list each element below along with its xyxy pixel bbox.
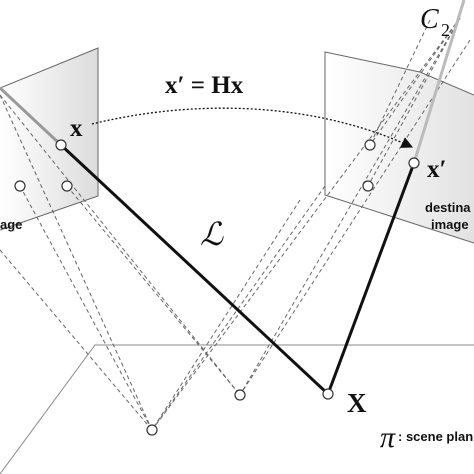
dest-point-label: x′	[427, 156, 447, 183]
source-grid-point	[14, 180, 26, 192]
homography-arrow	[91, 107, 414, 148]
dest-image-caption-2: image	[431, 217, 469, 232]
scene-point	[146, 424, 158, 436]
scene-plane	[0, 344, 474, 474]
dest-grid-point	[362, 180, 374, 192]
camera2-subscript: 2	[441, 20, 450, 40]
world-point-label: X	[347, 388, 367, 418]
points	[14, 139, 420, 436]
source-image-plane	[0, 47, 99, 231]
source-grid-point	[61, 180, 73, 192]
point-x-dest	[408, 157, 420, 169]
line-label: ℒ	[200, 216, 224, 252]
point-x-source	[55, 139, 67, 151]
source-image-caption: age	[0, 217, 22, 232]
point-X-world	[322, 388, 334, 400]
ray-camera2	[326, 0, 466, 395]
projection-rays	[0, 17, 471, 431]
ray-line-L	[0, 86, 330, 396]
homography-equation: x′ = Hx	[165, 72, 244, 99]
plane-symbol: π	[380, 421, 396, 454]
plane-caption: : scene plan	[398, 429, 473, 444]
dest-image-caption-1: destina	[425, 200, 471, 215]
scene-point	[234, 389, 246, 401]
dest-grid-point	[364, 139, 376, 151]
source-point-label: x	[70, 115, 83, 142]
camera2-label: C	[420, 4, 439, 35]
